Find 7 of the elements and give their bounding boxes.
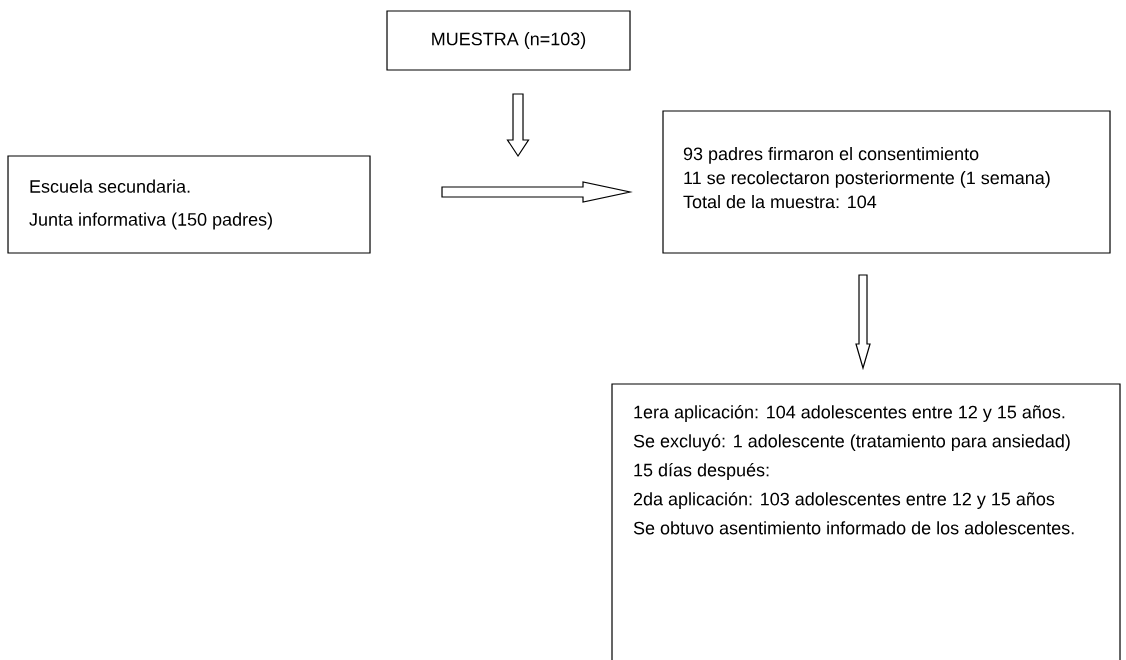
process-box: Escuela secundaria. Junta informativa (150 padres): [7, 155, 371, 254]
block-arrow: [855, 274, 871, 371]
block-arrow: [441, 181, 633, 203]
block-arrow: [506, 93, 530, 158]
process-box: 1era aplicación: 104 adolescentes entre 12 y 15 años. Se excluyó: 1 adolescente (tratamiento para ansiedad) 15 días después: 2da aplicación: 103 adolescentes entre 12 y 15 años Se obtuvo asentimiento informado de los adolescentes.: [611, 383, 1121, 660]
process-box: MUESTRA (n=103): [386, 10, 631, 71]
process-box: 93 padres firmaron el consentimiento 11 se recolectaron posteriormente (1 semana) Total de la muestra: 104: [662, 110, 1111, 254]
